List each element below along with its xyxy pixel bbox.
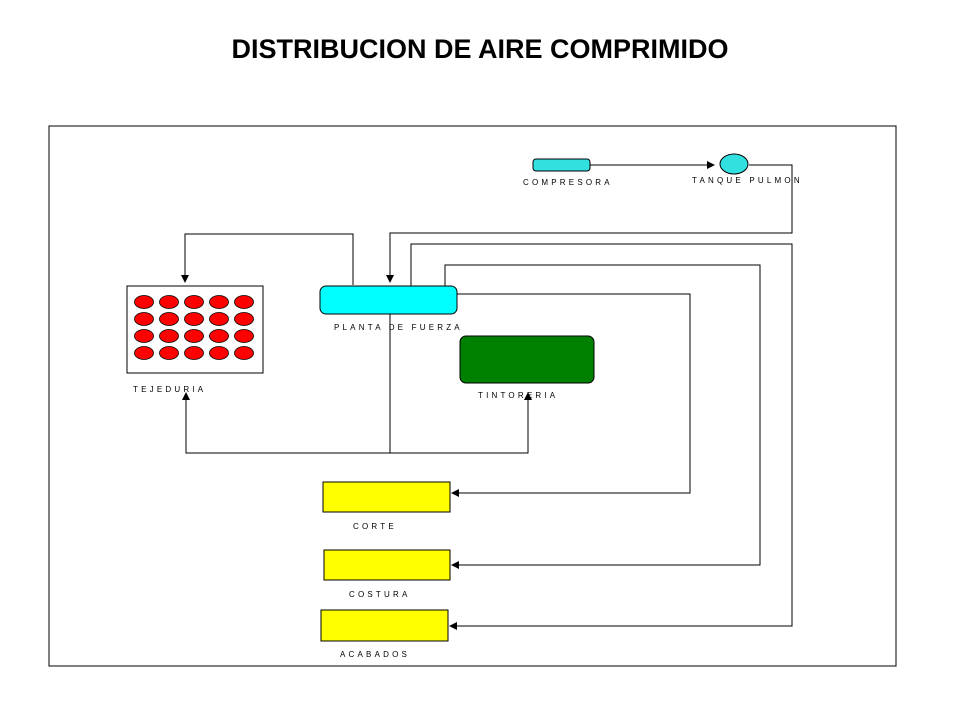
machine-0-1 bbox=[159, 295, 179, 309]
tejeduria-machines bbox=[134, 295, 254, 360]
machine-1-2 bbox=[184, 312, 204, 326]
machine-2-3 bbox=[209, 329, 229, 343]
compresora-box bbox=[532, 158, 591, 172]
tejeduria-label: TEJEDURIA bbox=[133, 385, 206, 394]
tintoreria-label: TINTORERIA bbox=[478, 391, 558, 400]
line-planta-corte bbox=[451, 293, 691, 497]
machine-3-0 bbox=[134, 346, 154, 360]
page-title: DISTRIBUCION DE AIRE COMPRIMIDO bbox=[231, 34, 729, 64]
line-planta-costura bbox=[444, 264, 761, 569]
compresora-label: COMPRESORA bbox=[523, 178, 613, 187]
machine-0-2 bbox=[184, 295, 204, 309]
machine-3-1 bbox=[159, 346, 179, 360]
corte-label: CORTE bbox=[353, 522, 397, 531]
machine-2-4 bbox=[234, 329, 254, 343]
connector-lines bbox=[181, 161, 793, 630]
corte-box bbox=[322, 481, 451, 513]
machine-2-0 bbox=[134, 329, 154, 343]
machine-1-4 bbox=[234, 312, 254, 326]
planta-de-fuerza-box bbox=[319, 285, 458, 315]
machine-2-1 bbox=[159, 329, 179, 343]
tintoreria-box bbox=[459, 335, 595, 384]
planta-de-fuerza-label: PLANTA DE FUERZA bbox=[334, 323, 463, 332]
machine-1-0 bbox=[134, 312, 154, 326]
machine-2-2 bbox=[184, 329, 204, 343]
acabados-box bbox=[320, 609, 449, 642]
machine-3-4 bbox=[234, 346, 254, 360]
machine-0-0 bbox=[134, 295, 154, 309]
diagram-frame bbox=[48, 125, 897, 667]
line-planta-tejeduria bbox=[181, 233, 354, 285]
acabados-label: ACABADOS bbox=[340, 650, 410, 659]
tanque-pulmon-tank bbox=[719, 153, 749, 175]
machine-1-1 bbox=[159, 312, 179, 326]
machine-3-2 bbox=[184, 346, 204, 360]
line-planta-acabados bbox=[410, 243, 793, 630]
machine-3-3 bbox=[209, 346, 229, 360]
machine-0-4 bbox=[234, 295, 254, 309]
costura-box bbox=[323, 549, 451, 581]
line-return-tejeduria bbox=[182, 392, 390, 454]
line-planta-tintoreria bbox=[389, 314, 532, 454]
machine-0-3 bbox=[209, 295, 229, 309]
line-tanque-planta bbox=[386, 164, 793, 283]
tanque-pulmon-label: TANQUE PULMON bbox=[692, 176, 803, 185]
machine-1-3 bbox=[209, 312, 229, 326]
costura-label: COSTURA bbox=[349, 590, 411, 599]
